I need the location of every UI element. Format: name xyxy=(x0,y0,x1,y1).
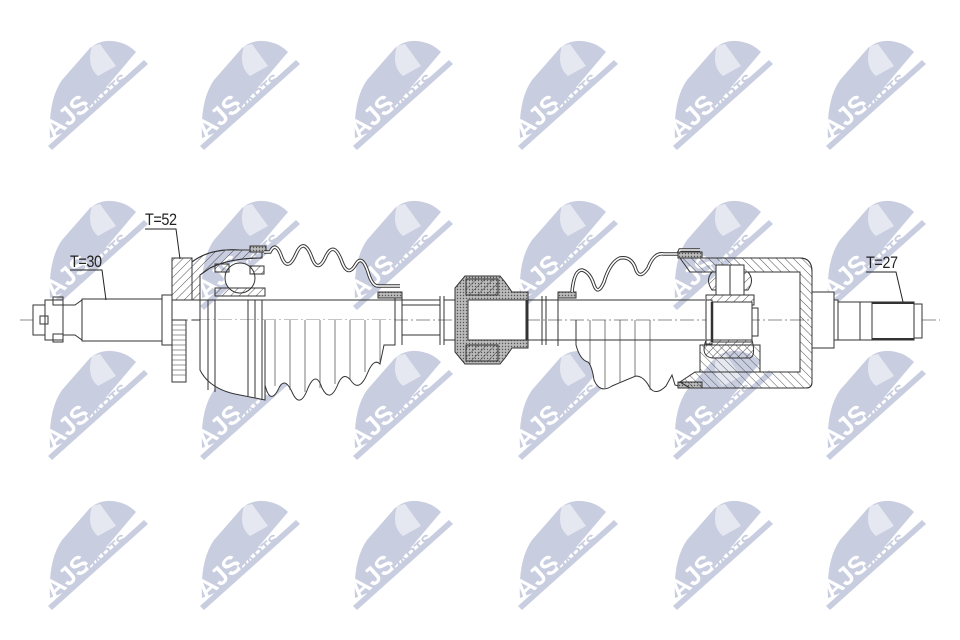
annotation-outer-shaft-teeth: T=30 xyxy=(70,252,102,271)
inner-shaft-stub xyxy=(811,291,923,349)
outer-boot-upper xyxy=(264,244,400,288)
inner-boot-clamp-left xyxy=(557,291,577,299)
outer-boot-clamp-left xyxy=(249,245,267,253)
inner-tripod-joint xyxy=(679,257,813,389)
outer-boot-lower xyxy=(264,320,396,401)
torsional-damper xyxy=(454,275,529,365)
annotation-abs-ring-teeth: T=52 xyxy=(145,210,177,229)
outer-boot-clamp-right xyxy=(377,291,403,299)
annotation-inner-shaft-teeth: T=27 xyxy=(866,253,898,272)
inner-boot-lower xyxy=(575,320,686,392)
outer-hub-stub xyxy=(32,294,173,346)
outer-cv-joint xyxy=(191,249,266,401)
inner-boot-clamp-upper xyxy=(677,251,703,259)
main-shaft-right xyxy=(528,294,560,346)
abs-ring xyxy=(171,257,193,383)
